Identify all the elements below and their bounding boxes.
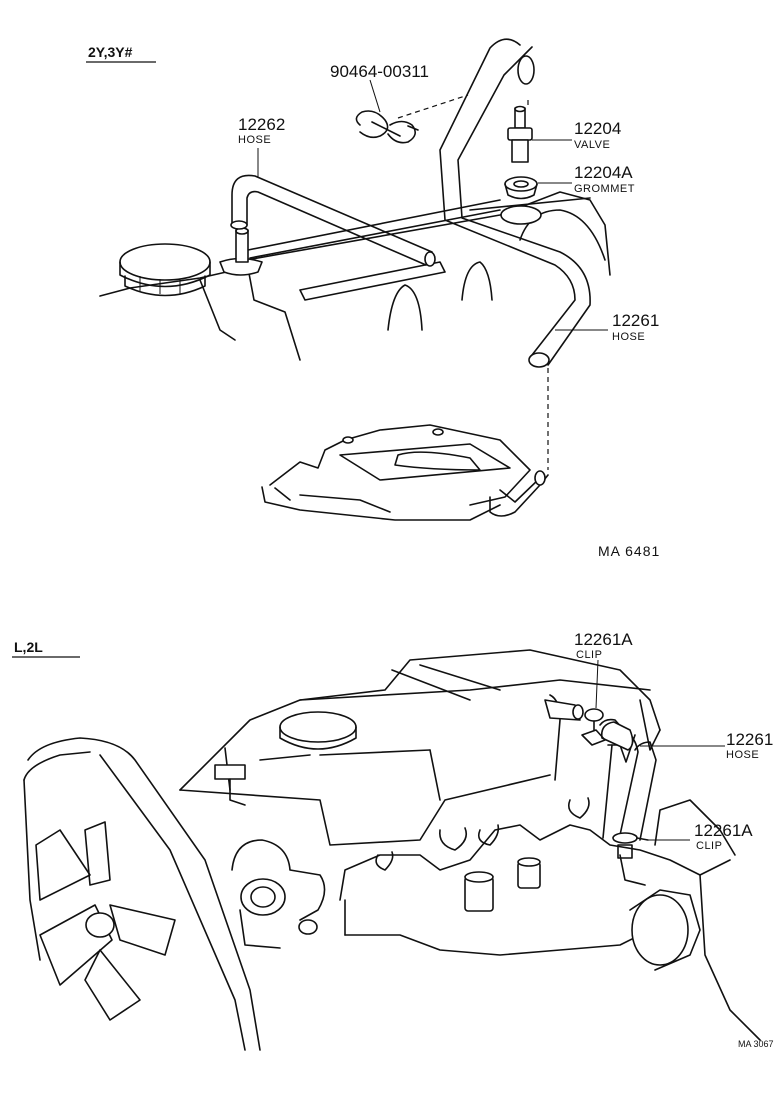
bottom-water-outlet: [231, 839, 326, 949]
bottom-oil-filler-cap: [214, 711, 357, 806]
section-label-bottom: L,2L: [14, 639, 43, 655]
top-oil-filler-cap: [119, 243, 211, 297]
bottom-fan-belt: [23, 737, 261, 1051]
clip-90464-shape: [355, 110, 419, 144]
valve-12204-shape: [507, 105, 533, 163]
label-12261A-lower-number: 12261A: [694, 821, 753, 840]
bottom-section: L,2L: [12, 630, 774, 1051]
top-section: 2Y,3Y#: [86, 38, 660, 559]
hose-12262-shape: [230, 174, 436, 267]
bottom-clip-lower-shape: [612, 832, 649, 859]
label-12262-name: HOSE: [238, 134, 271, 146]
leader-90464: [369, 79, 381, 113]
bottom-intake-manifold: [339, 797, 736, 956]
label-12261A-upper-name: CLIP: [576, 649, 602, 661]
bottom-breather-outlet: [544, 699, 584, 721]
label-12261A-lower-name: CLIP: [696, 840, 722, 852]
top-engine-cover: [99, 191, 611, 361]
section-label-top: 2Y,3Y#: [88, 44, 133, 60]
hose-12261-shape: [439, 38, 591, 368]
label-12204-name: VALVE: [574, 139, 610, 151]
label-12262-number: 12262: [238, 115, 285, 134]
bottom-hose-12261-shape: [599, 718, 657, 841]
figure-ref-bottom: MA 3067: [738, 1039, 774, 1049]
label-12204-number: 12204: [574, 119, 621, 138]
bottom-exhaust-outlet: [629, 874, 761, 1041]
clip-connector-dash: [397, 94, 469, 119]
label-12204A-number: 12204A: [574, 163, 633, 182]
label-12204A-name: GROMMET: [574, 183, 635, 195]
label-12261-number: 12261: [612, 311, 659, 330]
label-12261-bottom-name: HOSE: [726, 749, 759, 761]
bottom-clip-upper-shape: [581, 708, 606, 746]
leader-12261A-upper: [595, 659, 599, 709]
top-intake-manifold: [261, 424, 549, 521]
label-12261-bottom-number: 12261: [726, 730, 773, 749]
figure-ref-top: MA 6481: [598, 543, 660, 559]
label-12261-name: HOSE: [612, 331, 645, 343]
label-12261A-upper-number: 12261A: [574, 630, 633, 649]
bottom-valve-cover: [179, 649, 661, 846]
top-pipe-nipple: [219, 227, 263, 276]
label-90464-number: 90464-00311: [330, 62, 429, 81]
grommet-12204A-shape: [500, 176, 542, 225]
